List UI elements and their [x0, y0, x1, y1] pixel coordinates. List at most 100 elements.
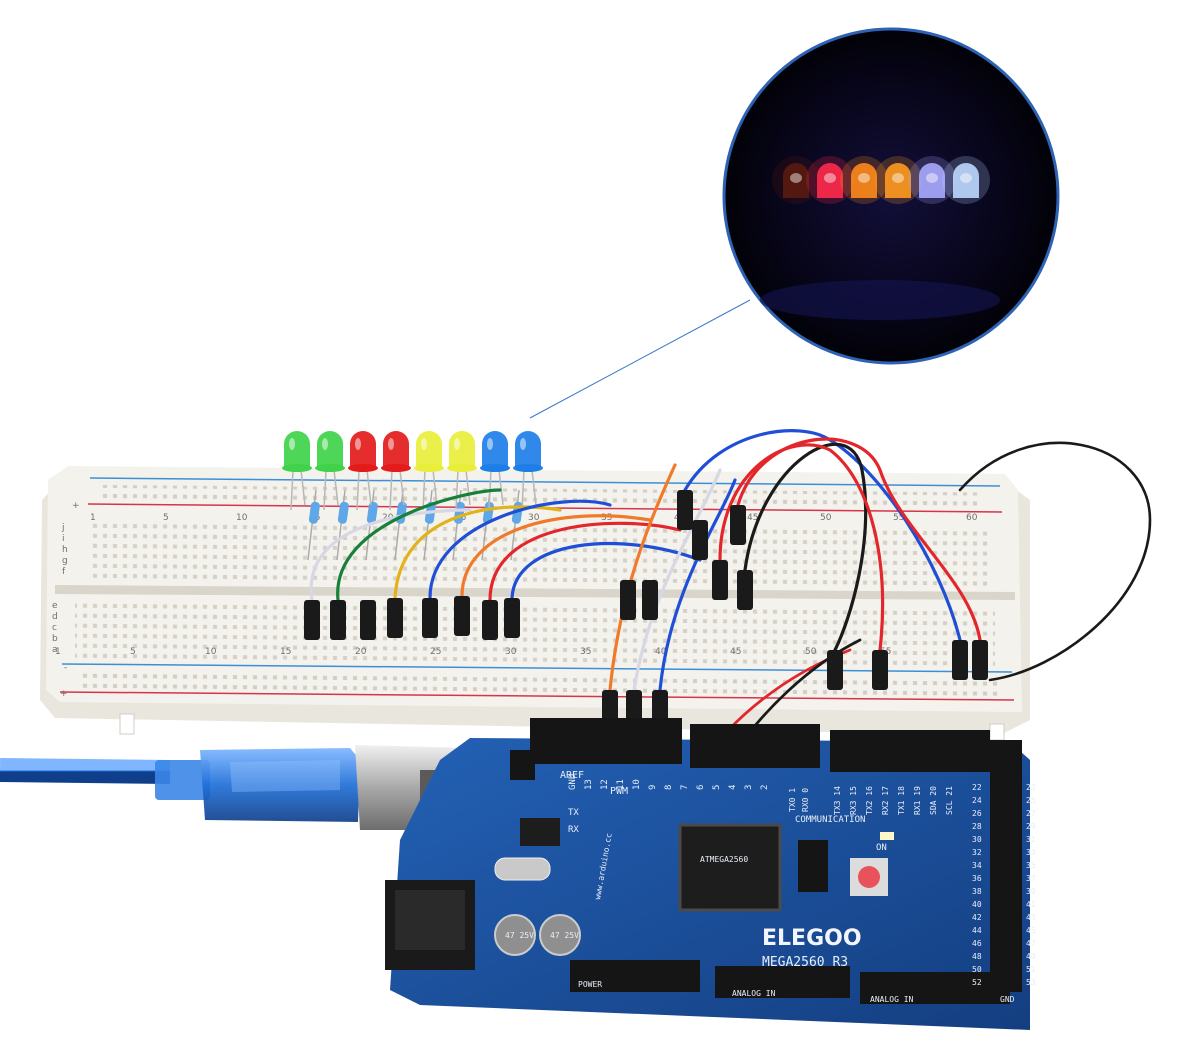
column-number-bottom: 45 — [730, 647, 741, 657]
right-header-number: 36 — [972, 874, 982, 883]
digital-pin-label: 10 — [632, 779, 642, 790]
inset-led-3 — [840, 156, 888, 204]
analog-label-2: ANALOG IN — [870, 995, 914, 1004]
jumper-connector — [737, 570, 753, 610]
comm-pin-label: SDA 20 — [929, 786, 938, 815]
jumper-connector — [454, 596, 470, 636]
inset-pointer-line — [529, 299, 751, 419]
arduino-mega-board: 47 25V 47 25V ATMEGA2560 ON AREF PWM COM… — [385, 718, 1036, 1030]
column-number-bottom: 40 — [655, 647, 667, 657]
right-header-number: 40 — [972, 900, 982, 909]
jumper-connector — [620, 580, 636, 620]
inset-led-1 — [772, 156, 820, 204]
comm-pin-label: TX1 18 — [897, 786, 906, 815]
jumper-connector — [972, 640, 988, 680]
column-number-top: 10 — [236, 513, 248, 523]
column-number-bottom: 1 — [55, 647, 61, 657]
row-letter-top: f — [62, 567, 66, 577]
right-header-number: 26 — [972, 809, 982, 818]
jumper-connector — [952, 640, 968, 680]
jumper-connector — [304, 600, 320, 640]
right-header-number-outer: 51 — [1026, 965, 1036, 974]
row-letter-bottom: e — [52, 601, 58, 611]
comm-pin-label: RX3 15 — [849, 786, 858, 815]
digital-pin-label: 3 — [744, 785, 754, 790]
led-3 — [348, 431, 378, 511]
comm-pin-label: TX3 14 — [833, 786, 842, 815]
column-number-top: 50 — [820, 513, 832, 523]
comm-pin-label: RX1 19 — [913, 786, 922, 815]
right-header-number-outer: 41 — [1026, 900, 1036, 909]
elegoo-logo: ELEGOO — [762, 926, 862, 951]
jumper-connector — [712, 560, 728, 600]
gnd-label: GND — [1000, 995, 1015, 1004]
rail-plus-bottom: + — [60, 689, 68, 699]
column-number-bottom: 30 — [505, 647, 517, 657]
digital-pin-label: 8 — [664, 785, 674, 790]
digital-pin-label: TX0 1 — [788, 788, 797, 812]
column-number-bottom: 10 — [205, 647, 217, 657]
right-header-number: 38 — [972, 887, 982, 896]
right-header-number: 42 — [972, 913, 982, 922]
column-number-bottom: 25 — [430, 647, 441, 657]
jumper-connector — [422, 598, 438, 638]
digital-pin-label: 7 — [680, 785, 690, 790]
rail-minus-bottom: - — [64, 663, 67, 673]
board-model: MEGA2560 R3 — [762, 955, 848, 970]
digital-pin-label: 6 — [696, 785, 706, 790]
digital-pin-label: RX0 0 — [801, 788, 810, 812]
digital-pin-label: 9 — [648, 785, 658, 790]
jumper-connector — [730, 505, 746, 545]
row-letter-bottom: d — [52, 612, 58, 622]
right-header-number: 48 — [972, 952, 982, 961]
reset-button[interactable] — [858, 866, 880, 888]
right-header-number: 46 — [972, 939, 982, 948]
row-letter-top: h — [62, 545, 68, 555]
pwm-label: PWM — [610, 786, 628, 797]
right-header-number: 32 — [972, 848, 982, 857]
usb-cable — [0, 745, 478, 830]
digital-pin-label: 13 — [584, 779, 594, 790]
on-label: ON — [876, 843, 887, 853]
right-header-number: 44 — [972, 926, 982, 935]
led-5 — [414, 431, 444, 511]
resistor-2 — [336, 489, 349, 561]
analog-label-1: ANALOG IN — [732, 989, 776, 998]
right-header-number-outer: 27 — [1026, 809, 1036, 818]
led-8 — [513, 431, 543, 511]
jumper-connector — [482, 600, 498, 640]
column-number-top: 35 — [601, 513, 612, 523]
resistor-1 — [307, 489, 320, 561]
column-number-top: 55 — [893, 513, 904, 523]
jumper-connector — [360, 600, 376, 640]
led-1 — [282, 431, 312, 511]
inset-led-5 — [908, 156, 956, 204]
right-header-number-outer: 23 — [1026, 783, 1036, 792]
right-header-number: 30 — [972, 835, 982, 844]
column-number-top: 60 — [966, 513, 978, 523]
jumper-connector — [677, 490, 693, 530]
row-letter-top: g — [62, 556, 68, 566]
column-number-top: 1 — [90, 513, 96, 523]
right-header-number-outer: 53 — [1026, 978, 1036, 987]
right-header-number-outer: 39 — [1026, 887, 1036, 896]
communication-label: COMMUNICATION — [795, 815, 865, 825]
jumper-connector — [872, 650, 888, 690]
jumper-connector — [827, 650, 843, 690]
capacitor-2-label: 47 25V — [550, 931, 579, 940]
jumper-connector — [504, 598, 520, 638]
column-number-top: 30 — [528, 513, 540, 523]
digital-pin-label: 5 — [712, 785, 722, 790]
column-number-bottom: 35 — [580, 647, 591, 657]
right-header-number-outer: 25 — [1026, 796, 1036, 805]
right-header-number: 50 — [972, 965, 982, 974]
led-7 — [480, 431, 510, 511]
row-letter-top: i — [62, 534, 65, 544]
right-header-number-outer: 37 — [1026, 874, 1036, 883]
right-header-number: 24 — [972, 796, 982, 805]
right-header-labels: 2224262830323436384042444648505223252729… — [972, 783, 1036, 987]
